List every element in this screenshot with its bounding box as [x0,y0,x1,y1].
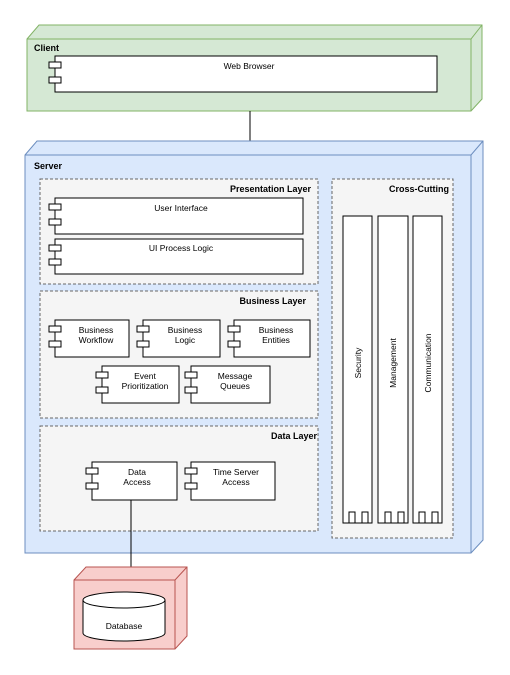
cross-cutting-panel: Cross-Cutting Security Management Commun… [331,178,454,539]
component-port-icon [184,467,198,475]
business-layer: Business Layer Business Workflow Busines… [39,290,319,419]
time-server-access-label-1: Time Server [213,467,259,477]
business-entities-label-2: Entities [262,335,290,345]
business-workflow-label-1: Business [79,325,114,335]
component-port-icon [184,482,198,490]
management-label: Management [388,338,398,388]
data-layer: Data Layer Data Access Time Server Acces… [39,425,319,532]
database-label: Database [106,621,143,631]
client-title: Client [34,43,59,53]
event-prioritization-label-1: Event [134,371,156,381]
component-port-icon [48,244,62,252]
time-server-access-label-2: Access [222,477,249,487]
message-queues-label-1: Message [218,371,253,381]
component-port-icon [48,61,62,69]
component-port-icon [348,511,356,524]
user-interface-component: User Interface [48,197,304,235]
component-port-icon [418,511,426,524]
component-port-icon [136,325,150,333]
data-access-component: Data Access [85,461,178,501]
component-port-icon [95,371,109,379]
component-port-icon [397,511,405,524]
business-logic-label-2: Logic [175,335,196,345]
business-entities-component: Business Entities [227,319,311,358]
message-queues-label-2: Queues [220,381,250,391]
business-logic-component: Business Logic [136,319,221,358]
event-prioritization-component: Event Prioritization [95,365,180,404]
data-access-label-1: Data [128,467,146,477]
data-access-label-2: Access [123,477,150,487]
ui-process-logic-component: UI Process Logic [48,238,304,275]
component-port-icon [227,340,241,348]
cross-cutting-title: Cross-Cutting [389,184,449,194]
component-port-icon [48,218,62,226]
component-port-icon [384,511,392,524]
component-port-icon [48,340,62,348]
component-port-icon [431,511,439,524]
component-port-icon [48,203,62,211]
presentation-layer: Presentation Layer User Interface UI Pro… [39,178,319,285]
ui-process-logic-label: UI Process Logic [149,243,214,253]
component-port-icon [48,325,62,333]
web-browser-label: Web Browser [224,61,275,71]
business-workflow-component: Business Workflow [48,319,130,358]
database-cylinder-icon [82,591,166,642]
management-component: Management [377,215,409,524]
component-port-icon [184,371,198,379]
web-browser-component: Web Browser [48,55,438,93]
business-layer-title: Business Layer [239,296,306,306]
component-port-icon [227,325,241,333]
component-port-icon [95,386,109,394]
business-logic-label-1: Business [168,325,203,335]
database-node: Database [73,566,188,650]
event-prioritization-label-2: Prioritization [122,381,169,391]
component-port-icon [361,511,369,524]
communication-label: Communication [423,333,433,392]
user-interface-label: User Interface [154,203,208,213]
communication-component: Communication [412,215,443,524]
component-port-icon [48,76,62,84]
business-entities-label-1: Business [259,325,294,335]
data-layer-title: Data Layer [271,431,318,441]
presentation-layer-title: Presentation Layer [230,184,312,194]
business-workflow-label-2: Workflow [79,335,115,345]
component-port-icon [85,467,99,475]
time-server-access-component: Time Server Access [184,461,276,501]
message-queues-component: Message Queues [184,365,271,404]
component-port-icon [184,386,198,394]
component-port-icon [136,340,150,348]
component-port-icon [85,482,99,490]
security-label: Security [353,347,363,378]
server-title: Server [34,161,63,171]
component-port-icon [48,258,62,266]
security-component: Security [342,215,373,524]
